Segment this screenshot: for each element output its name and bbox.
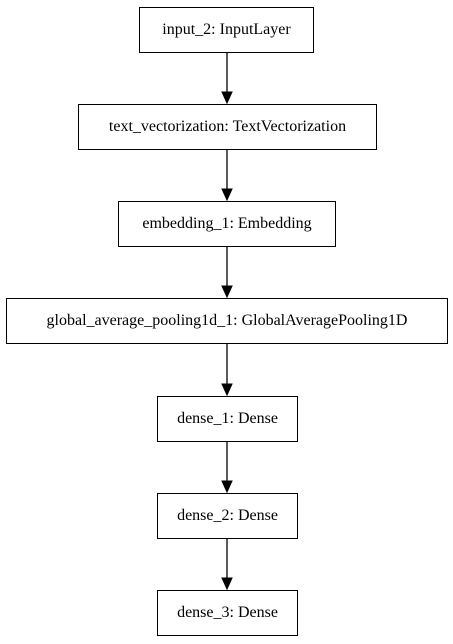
node-embedding-1: embedding_1: Embedding: [118, 201, 336, 247]
edge-arrowhead-4: [221, 383, 233, 397]
node-dense-2: dense_2: Dense: [157, 493, 298, 539]
node-text-vectorization: text_vectorization: TextVectorization: [78, 104, 377, 150]
edge-arrowhead-1: [221, 91, 233, 105]
node-global-average-pooling1d-1: global_average_pooling1d_1: GlobalAverag…: [6, 298, 448, 344]
edge-arrowhead-2: [221, 188, 233, 202]
node-input-2: input_2: InputLayer: [139, 7, 314, 53]
edge-arrowhead-6: [221, 577, 233, 591]
node-dense-1: dense_1: Dense: [157, 396, 298, 442]
edge-arrowhead-3: [221, 285, 233, 299]
edge-arrowhead-5: [221, 480, 233, 494]
node-dense-3: dense_3: Dense: [157, 590, 298, 636]
